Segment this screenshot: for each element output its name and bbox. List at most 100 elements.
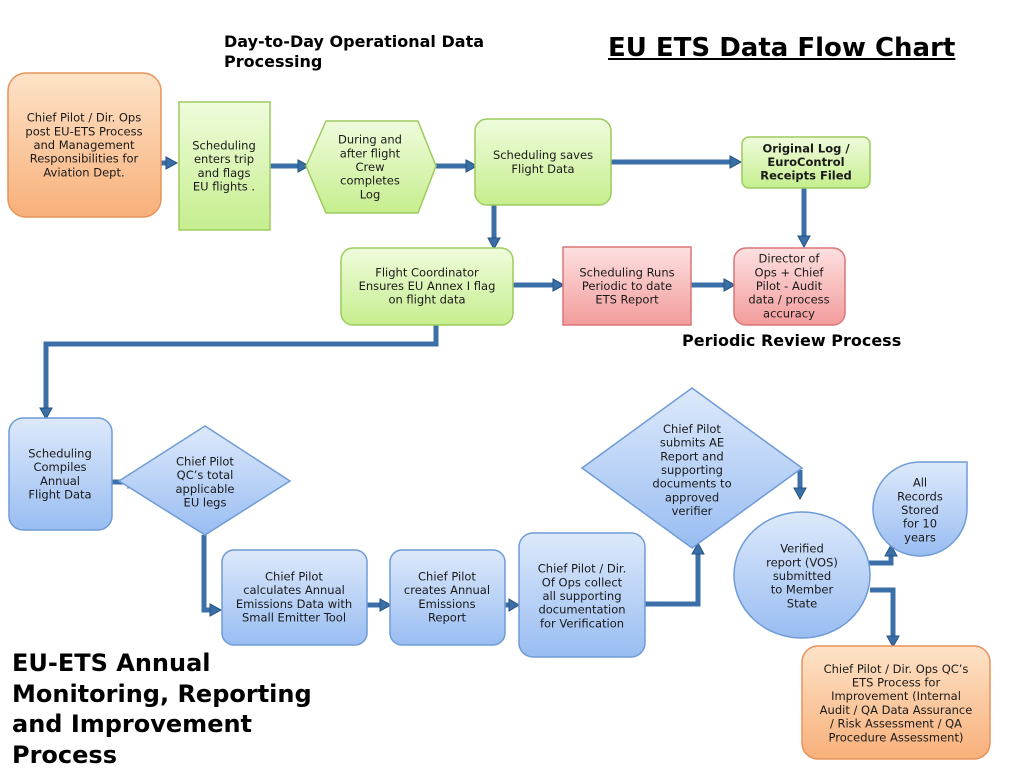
node-text-line: and flags <box>198 166 251 180</box>
node-text-line: on flight data <box>388 293 465 307</box>
node-text-line: Chief Pilot / Dir. <box>538 562 626 576</box>
node-text-line: Receipts Filed <box>760 169 852 183</box>
section-heading-annual: EU-ETS Annual Monitoring, Reporting and … <box>12 649 312 769</box>
node-text-line: Compiles <box>33 460 86 474</box>
node-text-line: submitted <box>773 569 831 583</box>
node-text-line: Of Ops collect <box>542 575 623 589</box>
node-text-line: applicable <box>176 482 235 496</box>
node-text-line: Periodic to date <box>582 279 672 293</box>
node-text-line: verifier <box>672 504 713 518</box>
node-text-line: ETS Process for <box>852 675 941 689</box>
node-text-line: During and <box>338 133 402 147</box>
node-text-line: accuracy <box>763 306 815 320</box>
node-text-line: All <box>913 476 927 490</box>
arrowhead <box>379 598 393 612</box>
arrow-verified-to-improvement <box>870 587 896 636</box>
node-text-line: Flight Data <box>511 162 574 176</box>
node-text-line: supporting <box>661 463 723 477</box>
node-text-line: Chief Pilot <box>418 569 476 583</box>
node-text-line: Scheduling Runs <box>579 265 674 279</box>
node-text-line: Ops + Chief <box>755 265 825 279</box>
arrow-collect-to-submits <box>645 554 701 607</box>
node-text-line: Log <box>360 187 381 201</box>
node-text-line: creates Annual <box>404 583 490 597</box>
node-text-line: QC’s total <box>177 468 234 482</box>
section-heading-periodic: Periodic Review Process <box>682 331 902 350</box>
node-text-line: for 10 <box>903 517 937 531</box>
arrowhead <box>886 635 900 649</box>
node-text-line: Chief Pilot <box>265 569 323 583</box>
node-text-line: Director of <box>759 252 821 266</box>
node-text-line: documentation <box>538 603 625 617</box>
node-text-line: Verified <box>780 542 824 556</box>
node-text-line: Audit / QA Data Assurance <box>820 703 973 717</box>
node-text-line: Records <box>897 489 943 503</box>
node-text-line: approved <box>665 490 719 504</box>
section-heading-daily: Day-to-Day Operational Data Processing <box>224 32 485 71</box>
connectors <box>43 159 896 636</box>
node-text-line: ETS Report <box>595 293 659 307</box>
node-text-line: Scheduling saves <box>493 148 593 162</box>
node-text-line: report (VOS) <box>766 555 838 569</box>
node-text-line: Emissions Data with <box>236 597 352 611</box>
arrowhead <box>691 541 705 555</box>
node-text-line: for Verification <box>540 616 624 630</box>
node-text-line: EuroControl <box>767 155 844 169</box>
node-text-line: Ensures EU Annex I flag <box>359 279 496 293</box>
node-text-line: Report and <box>660 449 723 463</box>
arrowhead <box>552 278 566 292</box>
node-text-line: and Management <box>33 138 135 152</box>
node-text-line: submits AE <box>660 436 724 450</box>
node-text-line: Annual <box>40 474 80 488</box>
node-text-line: Scheduling <box>192 138 256 152</box>
arrowhead <box>793 487 807 501</box>
node-text-line: Stored <box>901 503 939 517</box>
node-text-line: Original Log / <box>762 141 850 155</box>
node-text-line: Aviation Dept. <box>43 165 124 179</box>
node-text-line: completes <box>340 174 400 188</box>
node-text-line: Chief Pilot / Dir. Ops <box>27 111 141 125</box>
arrowhead <box>487 237 501 251</box>
node-text-line: Emissions <box>418 597 475 611</box>
node-text-line: post EU-ETS Process <box>25 124 142 138</box>
node-text-line: after flight <box>340 146 401 160</box>
arrowhead <box>465 159 479 173</box>
node-text-line: Chief Pilot / Dir. Ops QC’s <box>824 662 969 676</box>
node-text-line: Chief Pilot <box>176 454 234 468</box>
arrowhead <box>729 155 743 169</box>
arrowhead <box>297 159 311 173</box>
arrow-qc-to-calculates <box>201 535 210 613</box>
node-text-line: State <box>787 596 817 610</box>
node-text-line: years <box>904 530 936 544</box>
node-text-line: Chief Pilot <box>663 422 721 436</box>
node-text-line: Scheduling <box>28 446 92 460</box>
node-text-line: data / process <box>748 293 829 307</box>
node-text-line: Responsibilities for <box>30 152 139 166</box>
node-text-line: Flight Coordinator <box>375 265 479 279</box>
